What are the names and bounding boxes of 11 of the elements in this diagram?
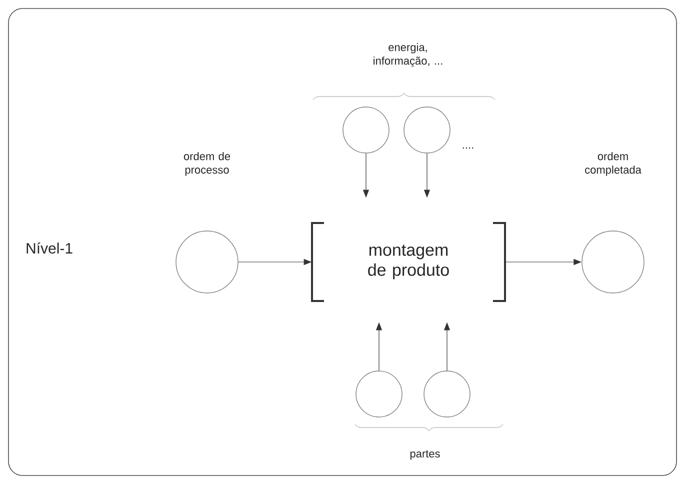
circle-label: ordem completada [585, 152, 642, 176]
brace-label: energia, informação, ... [374, 43, 442, 67]
ellipsis: .... [462, 147, 474, 149]
process-bracket-box: montagem de produto [311, 222, 506, 302]
circle [404, 106, 450, 154]
level-label: Nível-1 [26, 242, 72, 254]
brace-label: partes [410, 450, 440, 460]
circle [342, 106, 390, 154]
circle-label: ordem de processo [184, 152, 230, 176]
circle [424, 370, 470, 418]
circle [356, 370, 402, 418]
